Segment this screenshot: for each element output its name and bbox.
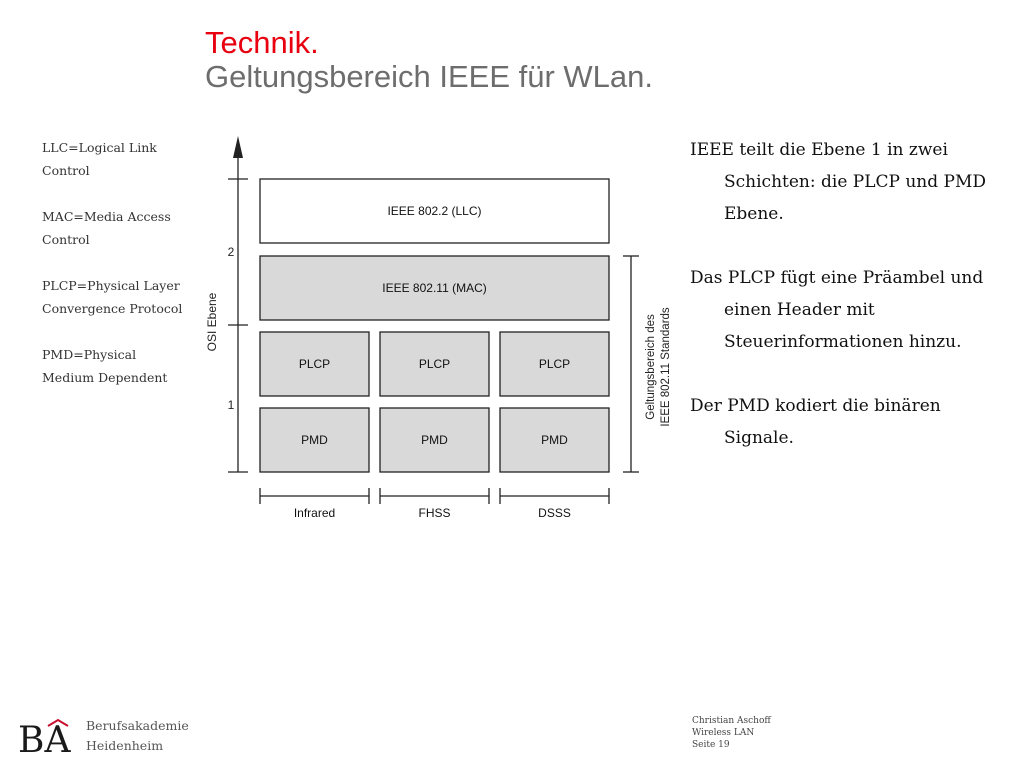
mac-box	[259, 255, 610, 321]
note-1: IEEE teilt die Ebene 1 in zwei Schichten…	[690, 140, 987, 224]
school-line-1: Berufsakademie	[86, 718, 189, 733]
plcp-box-label: PLCP	[419, 357, 450, 371]
legend-item-plcp: PLCP=Physical Layer Convergence Protocol	[42, 278, 183, 316]
column-label-infrared: Infrared	[294, 506, 335, 520]
legend-item-mac: MAC=Media Access Control	[42, 209, 171, 247]
layer-2-label: 2	[228, 245, 235, 259]
title-line-2: Geltungsbereich IEEE für WLan.	[205, 59, 654, 94]
footer-page: Seite 19	[692, 740, 730, 750]
pmd-box-infrared	[259, 407, 370, 473]
plcp-box-fhss	[379, 331, 490, 397]
llc-box-label: IEEE 802.2 (LLC)	[387, 204, 481, 218]
pmd-box-label: PMD	[301, 433, 328, 447]
mac-box-label: IEEE 802.11 (MAC)	[382, 281, 486, 295]
footer-author: Christian Aschoff	[692, 716, 771, 726]
pmd-box-dsss	[499, 407, 610, 473]
school-name: Berufsakademie Heidenheim	[86, 716, 189, 756]
osi-axis-label: OSI Ebene	[205, 292, 219, 351]
legend-item-llc: LLC=Logical Link Control	[42, 140, 157, 178]
column-label-dsss: DSSS	[538, 506, 571, 520]
abbreviation-legend: LLC=Logical Link Control MAC=Media Acces…	[42, 136, 192, 412]
title-line-1: Technik.	[205, 25, 319, 60]
scope-label-line-1: Geltungsbereich des	[645, 314, 657, 420]
ba-logo: BA	[18, 718, 71, 758]
pmd-box-label: PMD	[541, 433, 568, 447]
llc-box	[259, 178, 610, 244]
legend-item-pmd: PMD=Physical Medium Dependent	[42, 347, 168, 385]
plcp-box-label: PLCP	[539, 357, 570, 371]
plcp-box-label: PLCP	[299, 357, 330, 371]
logo-accent-icon	[47, 718, 69, 727]
slide-footer: Christian Aschoff Wireless LAN Seite 19	[692, 715, 771, 751]
ba-logo-text: BA	[18, 720, 71, 758]
slide-title: Technik. Geltungsbereich IEEE für WLan.	[205, 26, 653, 94]
scope-label-line-2: IEEE 802.11 Standards	[660, 307, 672, 427]
pmd-box-fhss	[379, 407, 490, 473]
plcp-box-infrared	[259, 331, 370, 397]
axis-arrow-icon	[233, 136, 243, 158]
note-2: Das PLCP fügt eine Präambel und einen He…	[690, 268, 984, 352]
school-line-2: Heidenheim	[86, 738, 164, 753]
column-label-fhss: FHSS	[418, 506, 450, 520]
explanation-notes: IEEE teilt die Ebene 1 in zwei Schichten…	[690, 134, 1010, 486]
footer-topic: Wireless LAN	[692, 728, 755, 738]
layer-1-label: 1	[228, 398, 235, 412]
plcp-box-dsss	[499, 331, 610, 397]
note-3: Der PMD kodiert die binären Signale.	[690, 396, 941, 448]
pmd-box-label: PMD	[421, 433, 448, 447]
